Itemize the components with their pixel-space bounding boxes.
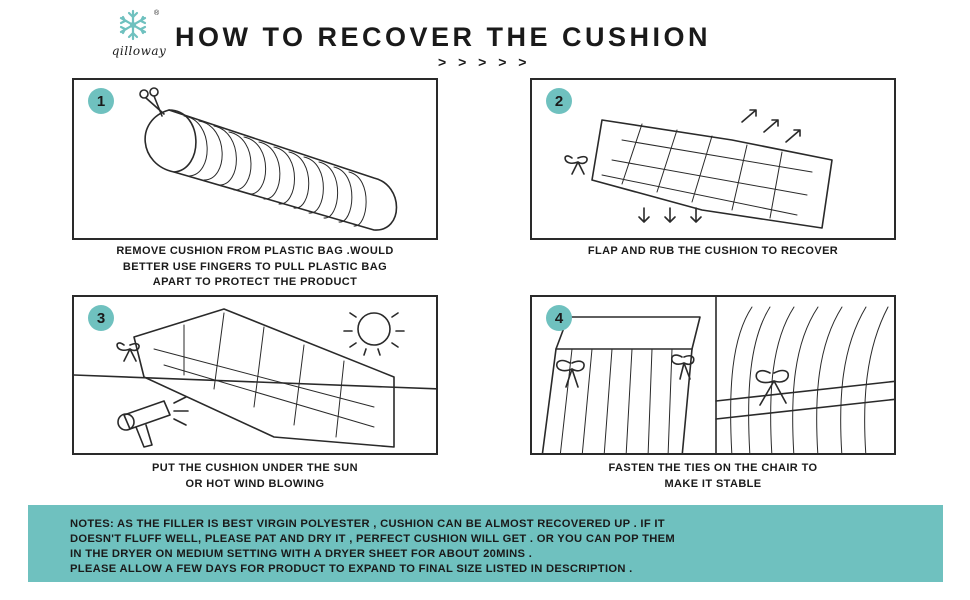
rolled-cushion-illustration: [139, 87, 398, 231]
step-4-badge: 4: [546, 305, 572, 331]
arrow-down-icon: [638, 207, 702, 223]
snowflake-logo-icon: [119, 9, 147, 41]
bow-tie-icon: [556, 359, 585, 388]
sun-icon: [343, 312, 405, 356]
notes-line: IN THE DRYER ON MEDIUM SETTING WITH A DR…: [70, 548, 533, 560]
step-2-badge: 2: [546, 88, 572, 114]
registered-mark: ®: [154, 10, 160, 17]
bow-tie-icon: [755, 369, 789, 406]
page-title: HOW TO RECOVER THE CUSHION: [175, 22, 712, 52]
step-4-caption: FASTEN THE TIES ON THE CHAIR TO MAKE IT …: [608, 462, 818, 490]
notes-box: NOTES: AS THE FILLER IS BEST VIRGIN POLY…: [28, 505, 943, 582]
step-4-panel: 4: [530, 295, 896, 455]
step-1-panel: 1: [72, 78, 438, 240]
brand-logo: ® qilloway: [108, 8, 170, 64]
bow-tie-icon: [670, 354, 695, 380]
arrow-up-icon: [741, 109, 801, 143]
step-1-caption: REMOVE CUSHION FROM PLASTIC BAG .WOULD B…: [116, 245, 394, 288]
chevron-divider: > > > > >: [438, 54, 531, 70]
sun-drying-illustration: [74, 308, 436, 448]
step-3-caption: PUT THE CUSHION UNDER THE SUN OR HOT WIN…: [152, 462, 358, 490]
step-1-badge: 1: [88, 88, 114, 114]
notes-line: NOTES: AS THE FILLER IS BEST VIRGIN POLY…: [70, 518, 665, 530]
flapping-cushion-illustration: [564, 109, 833, 229]
bow-tie-icon: [116, 342, 140, 362]
notes-line: PLEASE ALLOW A FEW DAYS FOR PRODUCT TO E…: [70, 563, 633, 575]
step-2-caption: FLAP AND RUB THE CUSHION TO RECOVER: [587, 245, 839, 257]
scissors-icon: [139, 87, 165, 117]
step-3-panel: 3: [72, 295, 438, 455]
bow-tie-icon: [564, 155, 588, 175]
step-2-panel: 2: [530, 78, 896, 240]
brand-name: qilloway: [111, 44, 167, 58]
hair-dryer-icon: [117, 396, 189, 448]
step-3-badge: 3: [88, 305, 114, 331]
notes-line: DOESN'T FLUFF WELL, PLEASE PAT AND DRY I…: [70, 533, 676, 545]
chair-ties-illustration: [541, 297, 894, 453]
